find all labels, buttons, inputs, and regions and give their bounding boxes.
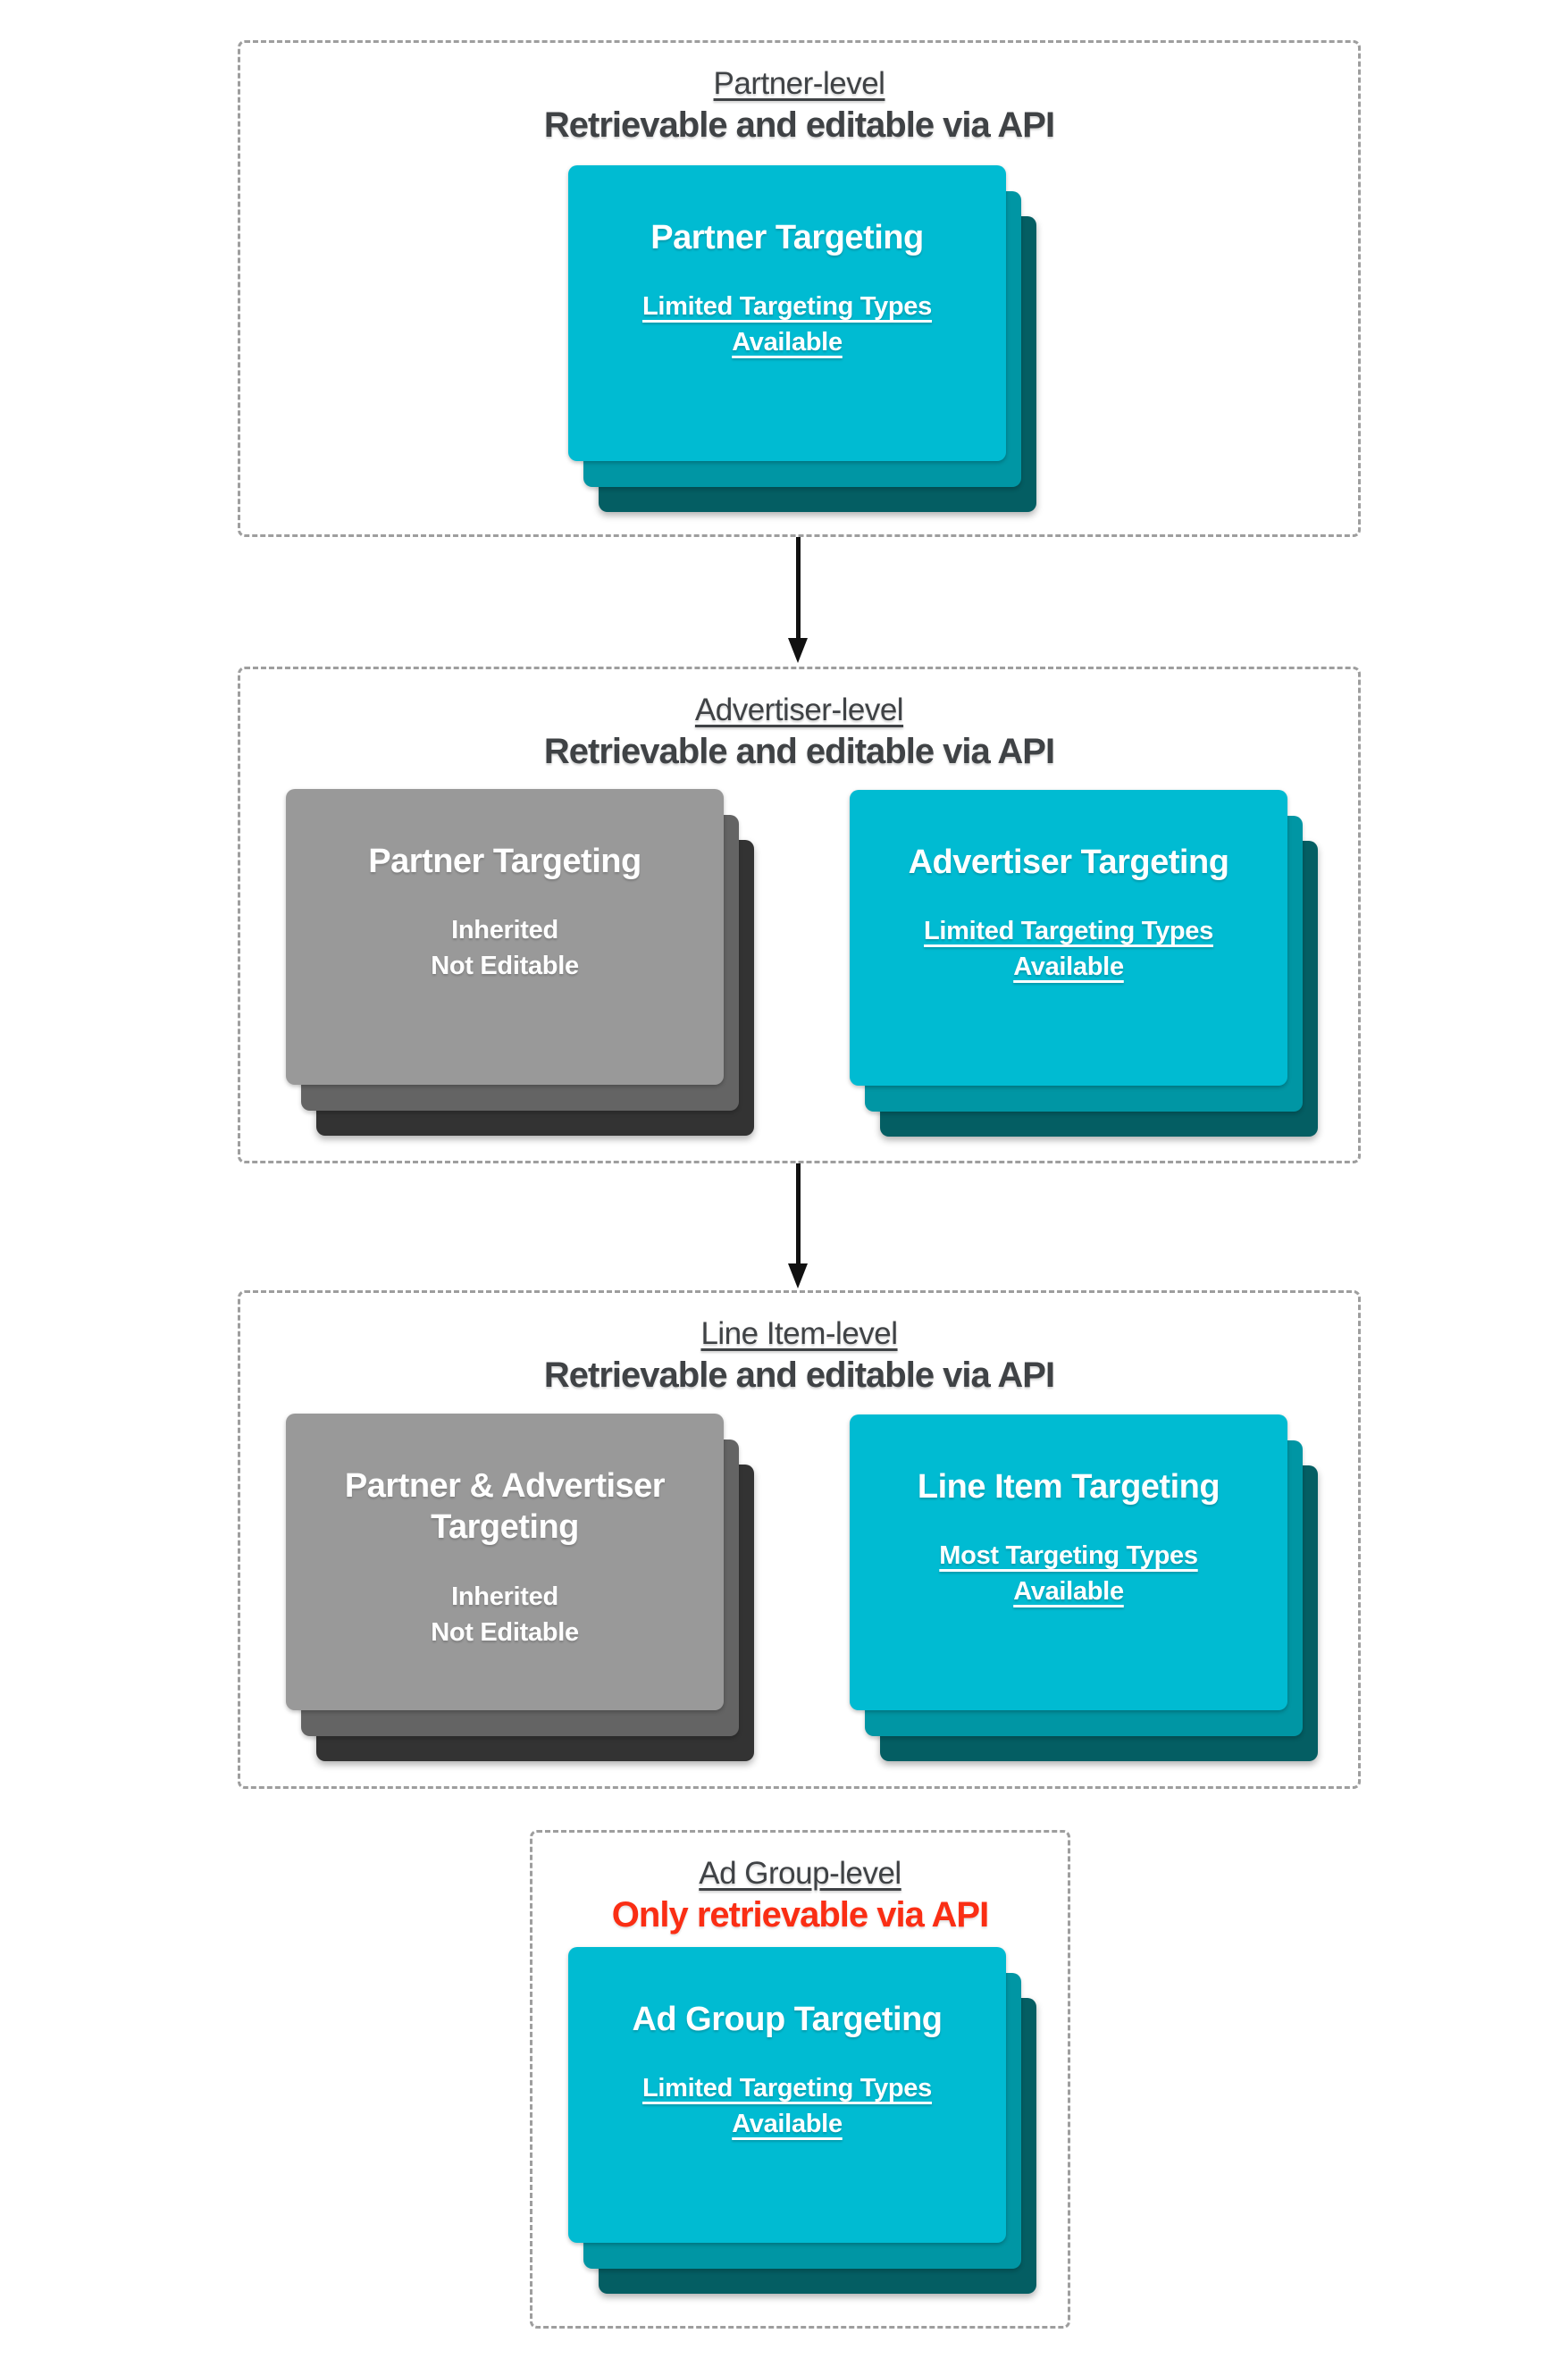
section-subtitle: Retrievable and editable via API xyxy=(543,105,1055,145)
section-ad-group-level: Ad Group-level Only retrievable via API … xyxy=(530,1830,1070,2329)
card-body: Inherited Not Editable xyxy=(431,1582,579,1647)
card-title: Partner Targeting xyxy=(650,219,924,256)
card-front: Advertiser Targeting Limited Targeting T… xyxy=(850,790,1287,1086)
flow-arrow-down-icon xyxy=(788,1163,808,1288)
card-title: Advertiser Targeting xyxy=(908,844,1229,881)
card-partner-targeting: Partner Targeting Limited Targeting Type… xyxy=(568,165,1036,512)
card-title: Partner Targeting xyxy=(368,843,641,880)
section-title: Ad Group-level xyxy=(699,1856,901,1891)
section-title: Partner-level xyxy=(713,66,885,101)
section-title: Advertiser-level xyxy=(694,692,904,727)
card-title: Ad Group Targeting xyxy=(632,2001,943,2038)
card-ad-group-targeting: Ad Group Targeting Limited Targeting Typ… xyxy=(568,1947,1036,2294)
card-title: Line Item Targeting xyxy=(917,1468,1220,1506)
section-subtitle-red: Only retrievable via API xyxy=(611,1894,989,1935)
card-front: Partner & Advertiser Targeting Inherited… xyxy=(286,1414,724,1710)
card-front: Line Item Targeting Most Targeting Types… xyxy=(850,1414,1287,1710)
card-partner-advertiser-targeting-inherited: Partner & Advertiser Targeting Inherited… xyxy=(286,1414,754,1761)
card-partner-targeting-inherited: Partner Targeting Inherited Not Editable xyxy=(286,789,754,1136)
card-body: Limited Targeting Types Available xyxy=(924,917,1213,982)
section-title: Line Item-level xyxy=(700,1316,898,1351)
card-advertiser-targeting: Advertiser Targeting Limited Targeting T… xyxy=(850,790,1318,1137)
section-advertiser-level: Advertiser-level Retrievable and editabl… xyxy=(238,667,1361,1163)
card-body: Limited Targeting Types Available xyxy=(642,2074,932,2139)
section-subtitle: Retrievable and editable via API xyxy=(543,1355,1055,1395)
card-front: Partner Targeting Inherited Not Editable xyxy=(286,789,724,1085)
card-line-item-targeting: Line Item Targeting Most Targeting Types… xyxy=(850,1414,1318,1761)
flow-arrow-down-icon xyxy=(788,537,808,663)
arrow-head xyxy=(788,638,808,663)
card-title: Partner & Advertiser Targeting xyxy=(344,1467,666,1547)
section-partner-level: Partner-level Retrievable and editable v… xyxy=(238,40,1361,537)
arrow-shaft xyxy=(795,537,801,638)
section-subtitle: Retrievable and editable via API xyxy=(543,731,1055,771)
section-line-item-level: Line Item-level Retrievable and editable… xyxy=(238,1290,1361,1789)
card-body: Inherited Not Editable xyxy=(431,916,579,981)
card-front: Partner Targeting Limited Targeting Type… xyxy=(568,165,1006,461)
arrow-shaft xyxy=(795,1163,801,1263)
arrow-head xyxy=(788,1263,808,1288)
card-front: Ad Group Targeting Limited Targeting Typ… xyxy=(568,1947,1006,2243)
card-body: Most Targeting Types Available xyxy=(939,1541,1198,1607)
card-body: Limited Targeting Types Available xyxy=(642,292,932,357)
